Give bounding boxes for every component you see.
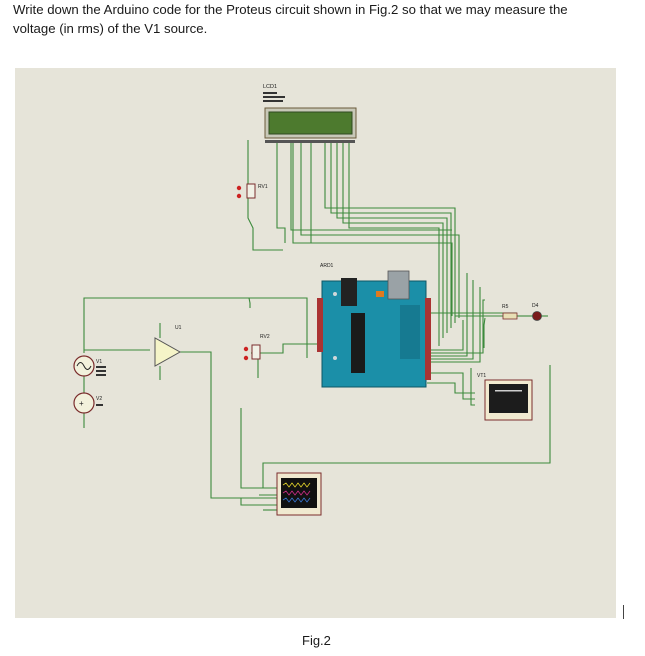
lcd-display: LCD1 (263, 84, 357, 143)
v1-label: V1 (96, 359, 102, 365)
text-cursor (623, 605, 624, 619)
circuit-schematic: LCD1 RV1 RV2 U1 V1 (73, 84, 551, 516)
rv2-label: RV2 (260, 334, 270, 340)
u1-label: U1 (175, 325, 182, 331)
ard-label: ARD1 (320, 263, 334, 269)
rv1-potentiometer: RV1 (236, 183, 268, 199)
lcd-label: LCD1 (263, 84, 277, 90)
oscilloscope (276, 472, 322, 516)
arduino-board: ARD1 (317, 263, 431, 388)
rv1-label: RV1 (258, 184, 268, 190)
d4-label: D4 (532, 303, 539, 309)
v2-label: V2 (96, 396, 102, 402)
opamp-u1: U1 (154, 325, 182, 367)
svg-text:+: + (79, 399, 84, 408)
virtual-terminal-vt1: VT1 (477, 373, 533, 421)
rv2-potentiometer: RV2 (243, 334, 270, 361)
question-line-1: Write down the Arduino code for the Prot… (13, 2, 568, 17)
question-text: Write down the Arduino code for the Prot… (13, 0, 613, 38)
vt1-label: VT1 (477, 373, 486, 379)
dc-source-v2: + V2 (73, 392, 103, 414)
ac-source-v1: V1 (73, 355, 106, 377)
question-line-2: voltage (in rms) of the V1 source. (13, 21, 208, 36)
figure-caption: Fig.2 (302, 633, 331, 648)
circuit-figure: LCD1 RV1 RV2 U1 V1 (15, 68, 616, 618)
r5-label: R5 (502, 304, 509, 310)
resistor-r5: R5 (502, 304, 518, 320)
led-d4: D4 (532, 303, 542, 321)
